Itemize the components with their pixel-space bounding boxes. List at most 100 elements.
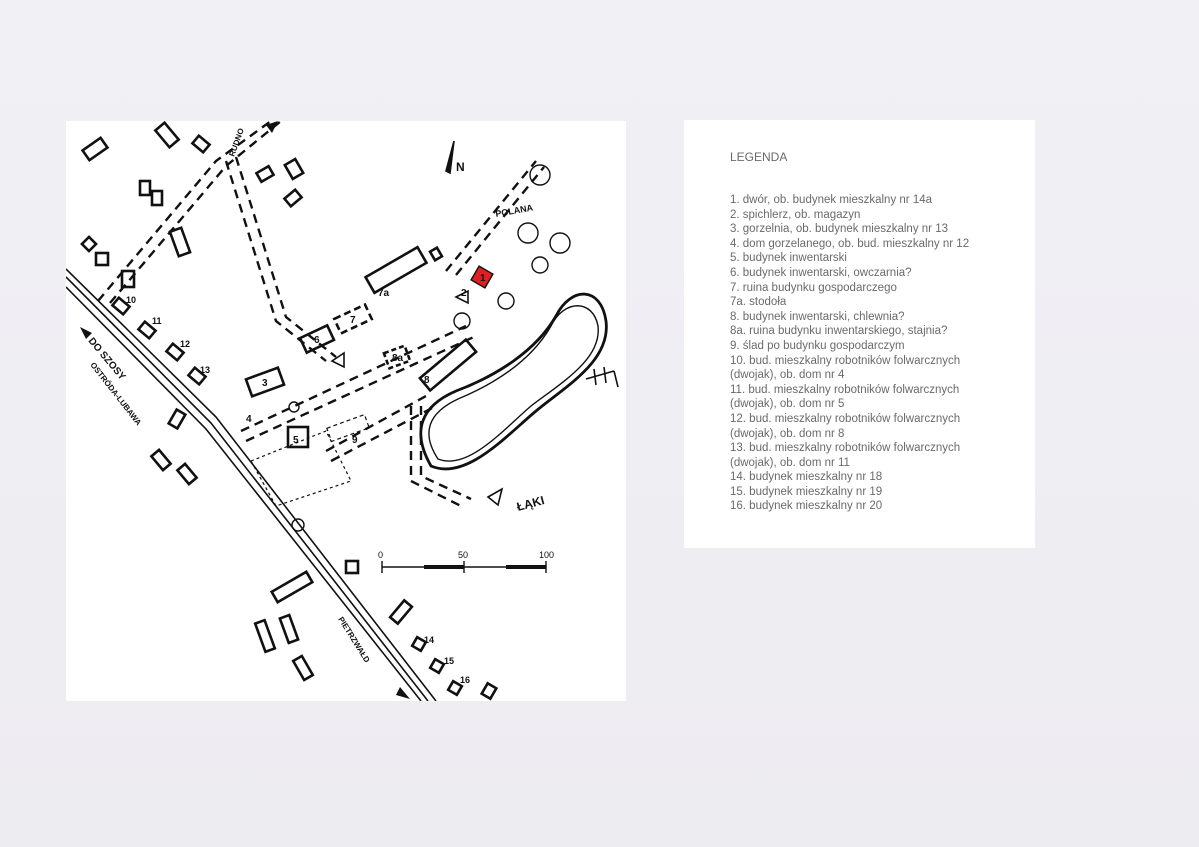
building-number: 7 bbox=[350, 315, 356, 326]
building-rect bbox=[291, 654, 315, 682]
building-7 bbox=[332, 302, 374, 336]
buildings bbox=[80, 121, 499, 701]
label-polana: POLANA bbox=[495, 202, 535, 219]
north-arrow-icon bbox=[445, 140, 455, 175]
map-panel: 0 50 100 N RUDNO POLANA ŁĄKI DO SZOSY OS… bbox=[66, 121, 626, 701]
building-number: 8a bbox=[392, 353, 404, 364]
building-rect bbox=[388, 598, 414, 626]
building-rect bbox=[278, 613, 300, 645]
track-rudno bbox=[224, 160, 327, 362]
scale-tick-label: 50 bbox=[458, 550, 468, 560]
tree bbox=[291, 518, 305, 532]
scale-tick-label: 100 bbox=[539, 550, 554, 560]
arrow-to-laki-icon bbox=[486, 487, 504, 507]
arrow-manor-icon bbox=[454, 289, 469, 305]
scale-segment bbox=[424, 565, 464, 569]
arrow-to-rudno-icon bbox=[266, 121, 278, 133]
pond-inner bbox=[428, 305, 599, 462]
building-16 bbox=[446, 679, 464, 697]
pond-outer bbox=[419, 292, 608, 471]
building-number: 9 bbox=[352, 435, 358, 446]
building-rect bbox=[283, 157, 305, 181]
building-11 bbox=[136, 319, 158, 341]
building-rect bbox=[150, 189, 164, 207]
legend-item: 8a. ruina budynku inwentarskiego, stajni… bbox=[730, 325, 948, 338]
scale-tick-label: 0 bbox=[378, 550, 383, 560]
legend-item: 16. budynek mieszkalny nr 20 bbox=[730, 500, 883, 513]
building-rect bbox=[254, 164, 276, 184]
legend-title: LEGENDA bbox=[730, 150, 788, 164]
building-number: 1 bbox=[480, 273, 486, 284]
legend-item: 10. bud. mieszkalny robotników folwarczn… bbox=[730, 354, 961, 367]
building-rect bbox=[479, 681, 499, 701]
building-rect bbox=[282, 187, 304, 209]
legend-item: 1. dwór, ob. budynek mieszkalny nr 14a bbox=[730, 194, 933, 206]
tree bbox=[529, 164, 551, 186]
building-rect bbox=[80, 235, 98, 253]
legend-item: 13. bud. mieszkalny robotników folwarczn… bbox=[730, 442, 961, 455]
building-rect bbox=[166, 407, 188, 431]
scale-bar: 0 50 100 bbox=[378, 550, 554, 573]
building-rect bbox=[138, 179, 152, 197]
yard-lane-1 bbox=[240, 324, 467, 433]
track-north-1 bbox=[97, 121, 272, 302]
building-9 bbox=[326, 413, 370, 443]
building-number: 8 bbox=[424, 375, 430, 386]
building-number: 12 bbox=[180, 339, 190, 349]
scale-segment bbox=[506, 565, 546, 569]
main-road-edge-lower bbox=[66, 286, 422, 701]
building-number: 3 bbox=[262, 378, 268, 389]
building-rect bbox=[120, 269, 136, 289]
legend-item: 9. ślad po budynku gospodarczym bbox=[730, 339, 905, 352]
legend-item: 8. budynek inwentarski, chlewnia? bbox=[730, 310, 905, 323]
arrow-to-ostroda-icon bbox=[80, 327, 92, 339]
tree bbox=[549, 232, 571, 254]
polana-track-2 bbox=[455, 166, 545, 276]
legend-item: 14. budynek mieszkalny nr 18 bbox=[730, 471, 883, 484]
building-rect bbox=[269, 570, 315, 604]
lane-south-2 bbox=[419, 406, 472, 501]
building-number-labels: 1 2 3 4 5 6 7 7a 8 8a 9 10 11 12 13 14 1… bbox=[126, 273, 486, 685]
building-number: 15 bbox=[444, 656, 454, 666]
building-number: 4 bbox=[246, 414, 252, 425]
building-number: 7a bbox=[378, 288, 390, 299]
building-1-highlight bbox=[470, 265, 494, 289]
building-rect bbox=[80, 135, 110, 163]
legend-item: 11. bud. mieszkalny robotników folwarczn… bbox=[730, 383, 960, 396]
legend-item: 4. dom gorzelanego, ob. bud. mieszkalny … bbox=[730, 237, 970, 250]
building-number: 2 bbox=[461, 288, 467, 299]
building-8 bbox=[418, 337, 478, 393]
building-14 bbox=[410, 635, 428, 653]
polana-track-1 bbox=[445, 160, 537, 272]
tree bbox=[531, 256, 549, 274]
tree bbox=[288, 401, 300, 413]
building-number: 5 bbox=[293, 435, 299, 446]
building-15 bbox=[428, 657, 446, 675]
estate-map: 0 50 100 N RUDNO POLANA ŁĄKI DO SZOSY OS… bbox=[66, 121, 619, 701]
building-13 bbox=[186, 365, 208, 387]
legend-item: 2. spichlerz, ob. magazyn bbox=[730, 208, 861, 221]
building-rect bbox=[168, 226, 192, 258]
building-rect bbox=[94, 251, 110, 267]
legend-item: (dwojak), ob. dom nr 11 bbox=[730, 456, 850, 469]
yard-lane-4 bbox=[330, 404, 437, 463]
building-number: 6 bbox=[314, 335, 320, 346]
legend-item: 3. gorzelnia, ob. budynek mieszkalny nr … bbox=[730, 223, 948, 236]
tree bbox=[497, 292, 515, 310]
track-north-2 bbox=[109, 121, 282, 304]
legend-item: 5. budynek inwentarski bbox=[730, 252, 847, 265]
building-number: 14 bbox=[424, 635, 434, 645]
legend-item: (dwojak), ob. dom nr 4 bbox=[730, 369, 845, 382]
building-8a bbox=[382, 344, 412, 370]
building-12 bbox=[164, 341, 186, 363]
main-road-edge-upper bbox=[66, 268, 437, 701]
building-rect bbox=[344, 559, 360, 575]
label-laki: ŁĄKI bbox=[515, 493, 546, 514]
building-rect bbox=[153, 121, 181, 150]
tree bbox=[453, 312, 471, 330]
building-number: 16 bbox=[460, 675, 470, 685]
legend-item: (dwojak), ob. dom nr 5 bbox=[730, 398, 845, 411]
legend-item: 6. budynek inwentarski, owczarnia? bbox=[730, 266, 912, 279]
legend-item: 7. ruina budynku gospodarczego bbox=[730, 281, 897, 294]
